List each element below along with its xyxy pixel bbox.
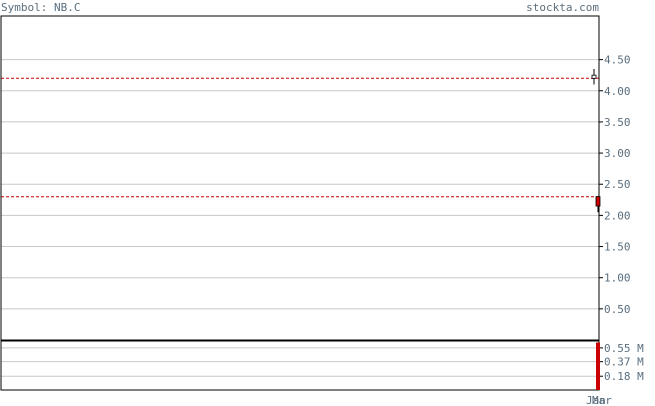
volume-tick-label: 0.18 M (604, 370, 644, 383)
candle-body (591, 74, 597, 79)
y-tick-label: 3.50 (604, 116, 631, 129)
price-frame (0, 15, 600, 341)
site-label: stockta.com (526, 1, 599, 14)
volume-tick-label: 0.37 M (604, 356, 644, 369)
y-tick-label: 2.50 (604, 178, 631, 191)
y-tick-label: 1.00 (604, 272, 631, 285)
price-panel: 0.50 1.00 1.50 2.00 2.50 3.00 3.50 4.00 4.50 (0, 15, 631, 341)
volume-bar (596, 342, 600, 390)
volume-tick-label: 0.55 M (604, 342, 644, 355)
y-tick-label: 1.50 (604, 241, 631, 254)
y-tick-label: 4.00 (604, 85, 631, 98)
candle-body (595, 196, 601, 207)
volume-panel: 0.18 M0.37 M0.55 M (0, 340, 644, 391)
x-tick-label: Mar (592, 394, 612, 406)
y-tick-label: 4.50 (604, 54, 631, 67)
y-tick-label: 3.00 (604, 147, 631, 160)
x-tick-label: Jan (586, 394, 606, 406)
y-tick-label: 2.00 (604, 209, 631, 222)
y-tick-label: 0.50 (604, 303, 631, 316)
symbol-label: Symbol: NB.C (1, 1, 80, 14)
